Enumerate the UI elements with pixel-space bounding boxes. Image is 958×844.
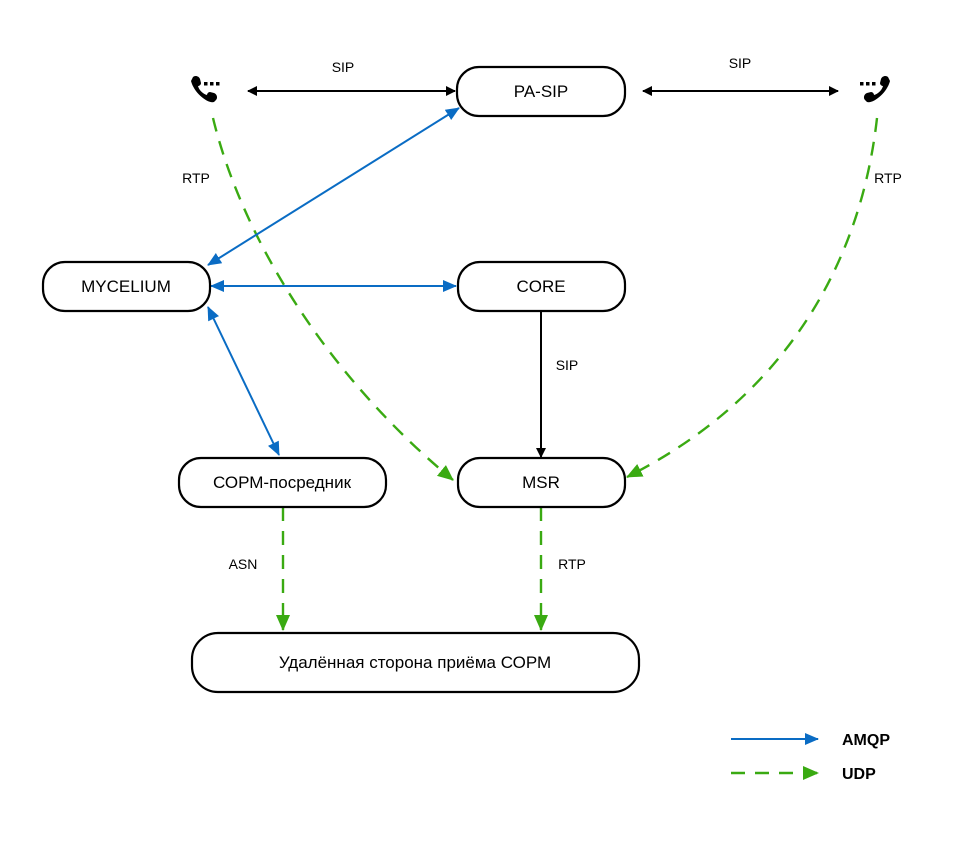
label-sip-left: SIP — [332, 59, 355, 75]
legend: AMQP UDP — [731, 732, 890, 783]
legend-udp-label: UDP — [842, 766, 876, 783]
edge-amqp-mycelium-pa-sip — [207, 107, 460, 266]
node-msr: MSR — [456, 456, 627, 509]
node-mycelium-label: MYCELIUM — [81, 277, 171, 296]
label-rtp-left: RTP — [182, 170, 210, 186]
phone-left-icon — [191, 75, 220, 103]
node-pa-sip-label: PA-SIP — [514, 82, 568, 101]
node-msr-label: MSR — [522, 473, 560, 492]
label-rtp-msr: RTP — [558, 556, 586, 572]
phone-right-icon — [860, 75, 890, 103]
label-rtp-right: RTP — [874, 170, 902, 186]
edge-rtp-phone-right-msr — [626, 117, 879, 479]
edge-rtp-phone-left-msr — [211, 117, 454, 481]
label-sip-right: SIP — [729, 55, 752, 71]
node-sorm-proxy: СОРМ-посредник — [177, 456, 388, 509]
node-mycelium: MYCELIUM — [41, 260, 212, 313]
label-sip-core-msr: SIP — [556, 357, 579, 373]
node-remote-sorm-label: Удалённая сторона приёма СОРМ — [279, 653, 551, 672]
node-pa-sip: PA-SIP — [455, 65, 627, 118]
node-sorm-proxy-label: СОРМ-посредник — [213, 473, 352, 492]
edge-amqp-mycelium-sorm — [207, 306, 280, 456]
node-core-label: CORE — [516, 277, 565, 296]
legend-amqp-label: AMQP — [842, 732, 890, 749]
label-asn: ASN — [229, 556, 258, 572]
node-remote-sorm: Удалённая сторона приёма СОРМ — [190, 631, 641, 694]
node-core: CORE — [456, 260, 627, 313]
